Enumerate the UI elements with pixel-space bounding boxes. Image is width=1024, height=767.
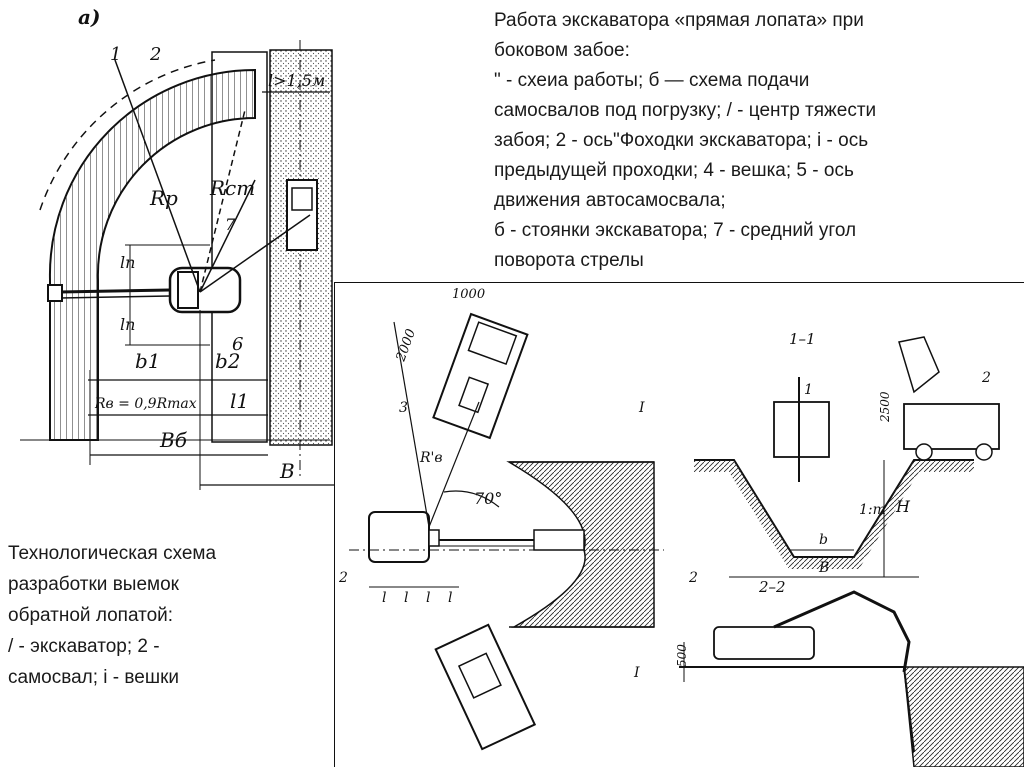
front-shovel-diagram: а) 1 2 3 4 6 7 Rp Rст lп lп b1 b2 l1 Rв … [20,5,340,490]
caption-line: самосвалов под погрузку; / - центр тяжес… [494,100,877,121]
seg-l-2: l [404,590,408,606]
caption-line: Работа экскаватора «прямая лопата» при [494,10,864,31]
plan-angle: 70° [474,489,502,508]
caption-line: поворота стрелы [494,250,644,271]
label-7: 7 [225,215,236,234]
label-bb: Bб [159,428,188,452]
section-2-excavator [713,626,815,660]
label-b2: b2 [215,349,241,373]
label-rst: Rст [209,176,255,200]
sec-i-bot: I [633,665,640,681]
label-2: 2 [149,44,161,65]
section-1-b: b [819,532,828,548]
section-1-m: 1:m [859,502,886,518]
section-1-truck [903,403,1000,450]
section-1-H: H [895,497,911,516]
caption-line: забоя; 2 - ось"Фоходки экскаватора; i - … [494,130,869,151]
caption-line: Технологическая схема [8,543,217,564]
section-1-exc-no: 1 [804,382,813,398]
section-1-B: B [818,560,829,576]
label-b: B [279,459,295,483]
section-1-truck-no: 2 [981,370,991,386]
wall-strip [211,51,268,443]
label-dim: l>1,5м [268,71,325,90]
caption-line: предыдущей проходки; 4 - вешка; 5 - ось [494,160,854,181]
section-1-excavator [773,401,830,458]
label-l1: l1 [230,389,249,413]
caption-line: обратной лопатой: [8,605,174,626]
label-b1: b1 [135,349,161,373]
label-rp: Rp [149,186,178,210]
label-rv: Rв = 0,9Rmax [94,396,197,412]
plan-3: 3 [399,400,408,416]
label-6: 6 [232,334,243,355]
plan-rprime: R'в [419,450,443,466]
dump-truck-plan [432,312,529,440]
seg-l-3: l [426,590,430,606]
caption-line: разработки выемок [8,574,179,595]
plan-2000: 2000 [393,327,419,364]
top-caption: Работа экскаватора «прямая лопата» при б… [494,6,994,276]
outer-dashed-arc [39,59,216,211]
section-2-title: 2–2 [758,578,786,596]
sec-2-right: 2 [688,570,698,586]
excavator-plan [368,511,430,563]
caption-line: движения автосамосвала; [494,190,726,211]
label-ln-bot: lп [120,315,135,334]
caption-line: " - схеиа работы; б — схема подачи [494,70,810,91]
sec-i-top: I [638,400,645,416]
section-2-h500: 500 [675,644,689,667]
caption-line: / - экскаватор; 2 - [8,636,160,657]
dump-truck-plan-2 [434,623,537,751]
caption-line: боковом забое: [494,40,630,61]
sec-2-left: 2 [338,570,348,586]
seg-l-4: l [448,590,452,606]
bottom-caption: Технологическая схема разработки выемок … [8,538,308,693]
section-1-title: 1–1 [789,330,816,348]
caption-line: б - стоянки экскаватора; 7 - средний уго… [494,220,857,241]
seg-l-1: l [382,590,386,606]
section-1-h2500: 2500 [878,391,892,423]
plan-1000: 1000 [452,287,485,302]
backhoe-diagram: 1000 2000 3 R'в 70° I I 2 2 l l l l 1–1 … [334,282,1024,767]
face-arc [48,68,256,441]
panel-label: а) [78,5,100,29]
label-4: 4 [339,214,340,235]
caption-line: самосвал; i - вешки [8,667,180,688]
label-ln-top: lп [120,253,135,272]
section-2-profile [679,666,915,753]
label-1: 1 [110,44,121,65]
